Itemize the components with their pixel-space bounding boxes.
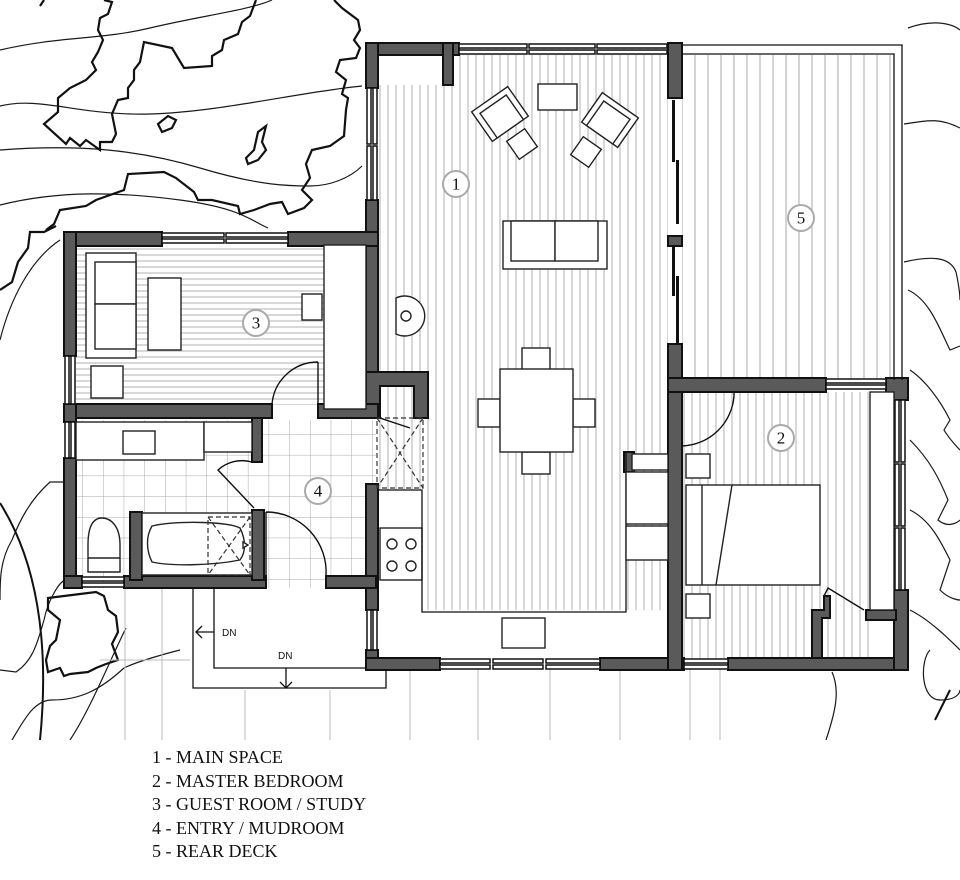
svg-text:DN: DN [278,651,292,662]
side-table-right-icon [569,135,603,169]
room-legend: 1 - MAIN SPACE 2 - MASTER BEDROOM 3 - GU… [152,746,366,864]
legend-item-entry: 4 - ENTRY / MUDROOM [152,817,345,838]
bed-icon [685,453,821,619]
room-tag-3: 3 [242,309,270,337]
svg-text:2: 2 [777,429,786,448]
toilet-icon [87,517,121,573]
side-table-left-icon [505,127,539,161]
svg-text:1: 1 [452,175,461,194]
legend-item-main-space: 1 - MAIN SPACE [152,747,283,767]
doors [217,361,735,577]
windows [64,43,906,670]
arrow-down-left-icon [195,625,214,639]
legend-item-rear-deck: 5 - REAR DECK [152,841,278,861]
armchair-right-icon [580,91,640,149]
room-tag-2: 2 [767,424,795,452]
svg-text:DN: DN [222,628,236,639]
svg-text:5: 5 [797,209,806,228]
sofa-icon [502,220,608,270]
bathtub-icon [141,512,253,576]
room-tag-4: 4 [304,477,332,505]
svg-text:3: 3 [252,314,261,333]
arrow-down-icon [279,668,293,689]
deck-railing [682,44,903,380]
room-tag-5: 5 [787,204,815,232]
furniture [75,83,895,649]
armchair-left-icon [470,85,530,143]
kitchen-island-icon [501,617,546,649]
cooktop-icon [379,527,423,581]
floor-plan: DN DN 1 2 3 4 5 [0,0,960,740]
site-terrain [0,0,960,740]
entry-steps: DN DN [192,588,387,689]
stove-heater-icon [395,295,426,337]
coffee-table-icon [537,83,578,111]
svg-text:4: 4 [314,482,323,501]
legend-item-guest-room: 3 - GUEST ROOM / STUDY [152,794,367,814]
guest-sofa-icon [85,252,323,399]
dining-table-icon [477,347,596,475]
room-tag-1: 1 [442,170,470,198]
legend-item-master-bedroom: 2 - MASTER BEDROOM [152,770,344,791]
